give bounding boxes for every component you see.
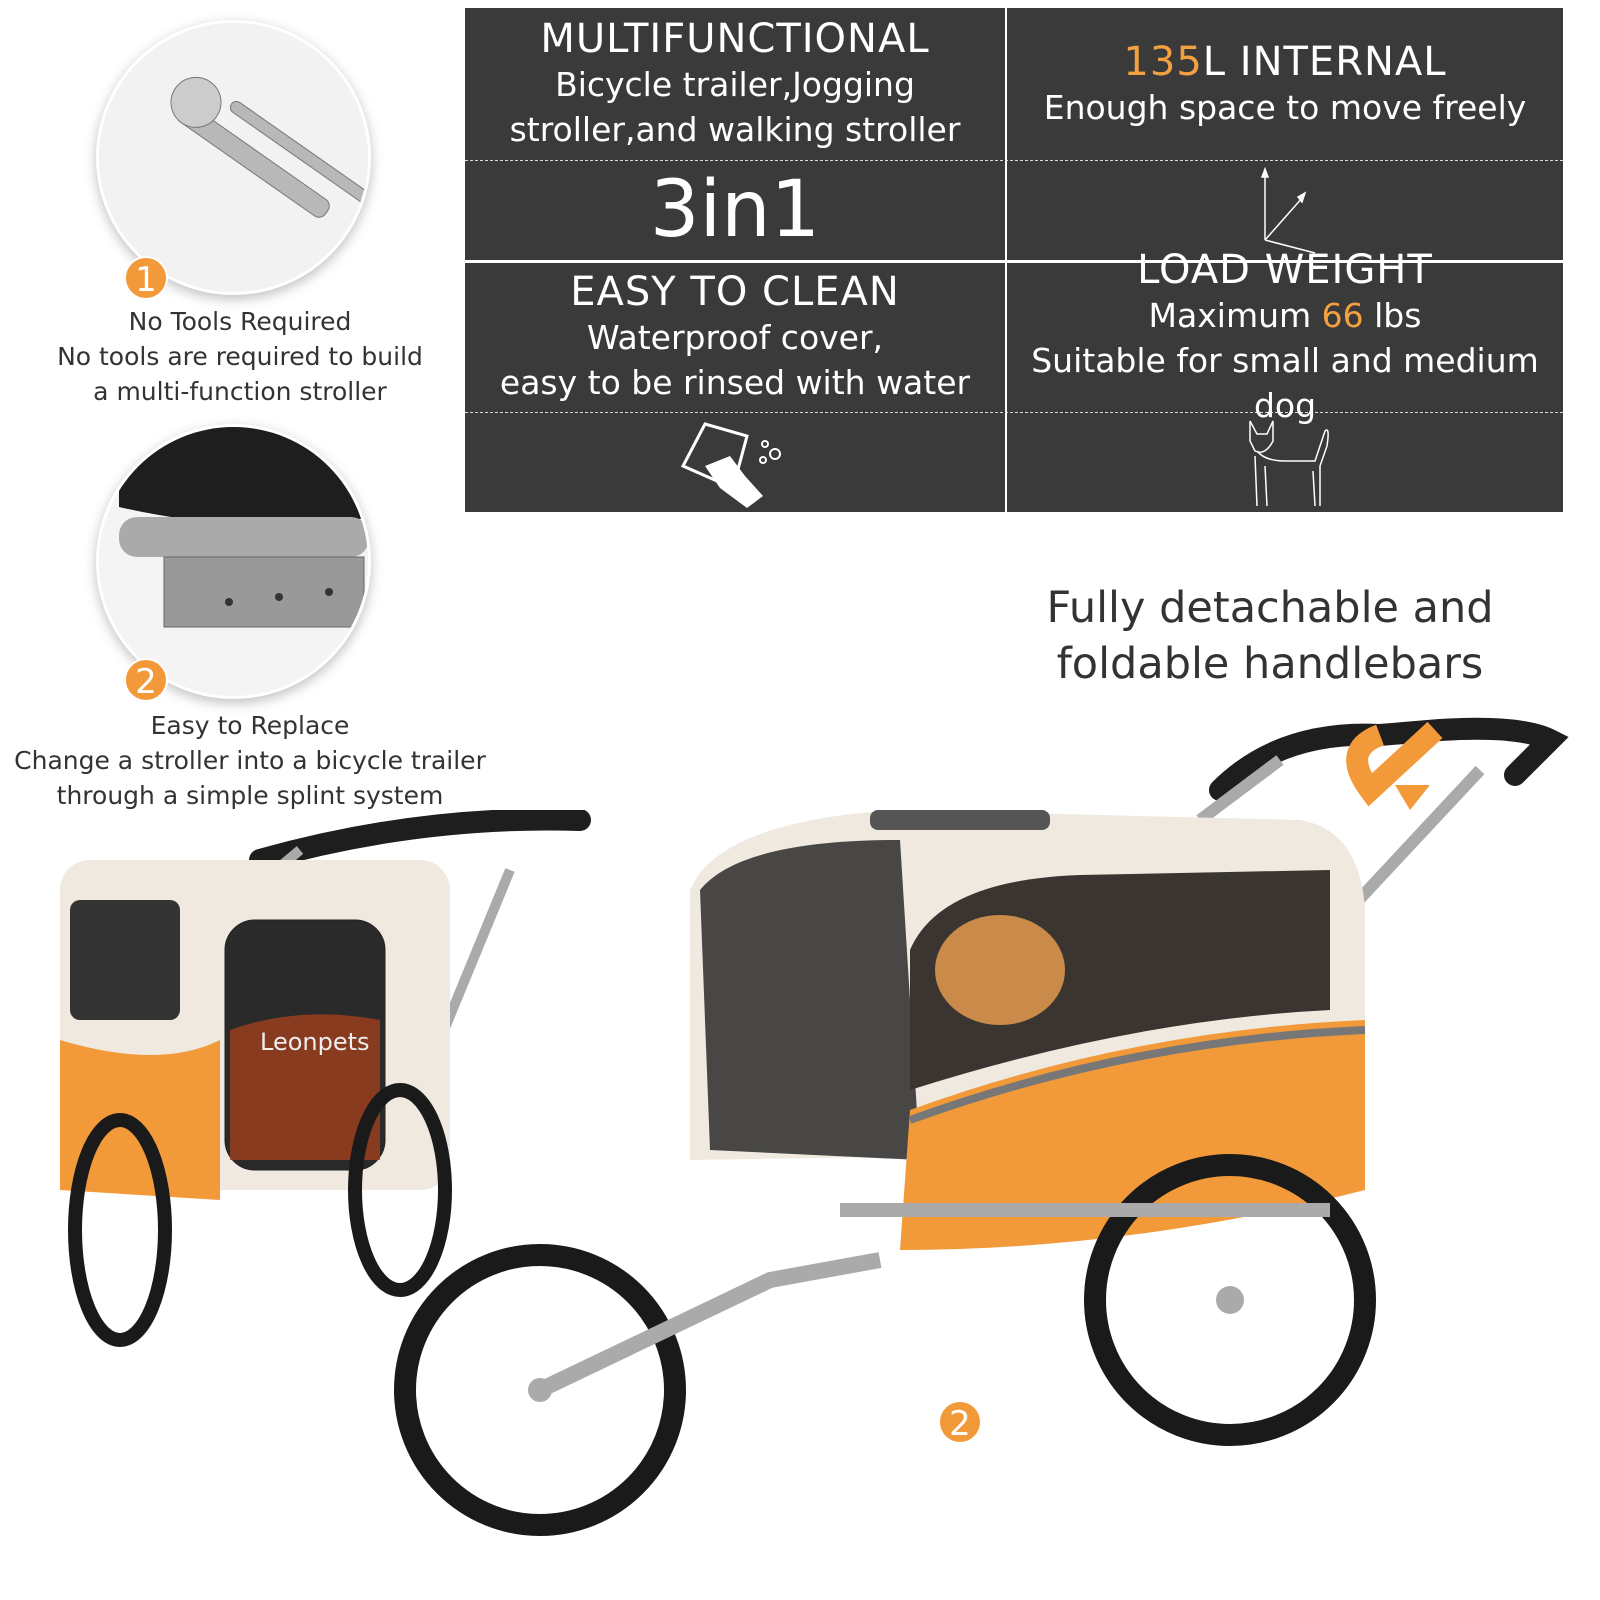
feature-easy-replace: Easy to Replace Change a stroller into a…	[0, 708, 500, 813]
text: Bicycle trailer,Jogging	[555, 65, 915, 104]
caption-line: foldable handlebars	[1056, 639, 1484, 689]
internal-cell: 135L INTERNAL Enough space to move freel…	[1007, 8, 1563, 160]
trailer-side-view-image	[394, 717, 1569, 1536]
splint-image	[96, 424, 371, 699]
three-in-one-cell: 3in1	[465, 160, 1005, 260]
divider	[465, 260, 1563, 263]
step-badge: 1	[124, 256, 168, 300]
wipe-icon-cell	[465, 414, 1005, 512]
feature-no-tools: No Tools Required No tools are required …	[20, 304, 460, 409]
capacity-number: 135	[1123, 38, 1203, 85]
weight-number: 66	[1321, 295, 1364, 335]
hand-wipe-icon	[680, 421, 781, 508]
three-in-one-label: 3in1	[649, 165, 821, 255]
feature-text: Change a stroller into a bicycle trailer	[14, 746, 486, 775]
text: Suitable for small and medium dog	[1031, 340, 1539, 425]
heading: MULTIFUNCTIONAL	[540, 16, 930, 62]
caption-line: Fully detachable and	[1046, 583, 1494, 633]
dog-icon-cell	[1007, 414, 1563, 512]
clean-cell: EASY TO CLEAN Waterproof cover, easy to …	[465, 262, 1005, 412]
dimension-icon-cell	[1007, 160, 1563, 260]
text: Enough space to move freely	[1043, 87, 1527, 127]
text: Maximum	[1148, 295, 1322, 335]
dog-icon	[1249, 420, 1329, 506]
feature-panel: MULTIFUNCTIONAL Bicycle trailer,Jogging …	[465, 8, 1563, 512]
feature-title: Easy to Replace	[150, 711, 350, 740]
divider	[465, 412, 1563, 413]
heading: LOAD WEIGHT	[1137, 246, 1433, 293]
heading: EASY TO CLEAN	[570, 269, 900, 315]
handlebar-caption: Fully detachable and foldable handlebars	[1020, 580, 1520, 692]
dimension-axes-icon	[1260, 166, 1316, 254]
text: Waterproof cover,	[586, 318, 884, 357]
feature-text: through a simple splint system	[56, 781, 444, 810]
step-badge: 2	[124, 658, 168, 702]
text: stroller,and walking stroller	[509, 110, 961, 149]
multifunctional-cell: MULTIFUNCTIONAL Bicycle trailer,Jogging …	[465, 8, 1005, 160]
text: easy to be rinsed with water	[499, 363, 971, 402]
heading: L INTERNAL	[1202, 38, 1447, 85]
step-badge: 2	[938, 1400, 982, 1444]
pliers-wrench-icon	[99, 23, 368, 292]
splint-bracket-icon	[99, 427, 368, 696]
text: lbs	[1363, 295, 1422, 335]
feature-title: No Tools Required	[128, 307, 352, 336]
tools-image	[96, 20, 371, 295]
divider	[465, 160, 1563, 161]
feature-text: No tools are required to build	[57, 342, 423, 371]
feature-text: a multi-function stroller	[93, 377, 387, 406]
brand-label: Leonpets	[260, 1028, 370, 1056]
trailer-rear-view-image: Leonpets	[60, 810, 591, 1347]
load-cell: LOAD WEIGHT Maximum 66 lbs Suitable for …	[1007, 247, 1563, 425]
